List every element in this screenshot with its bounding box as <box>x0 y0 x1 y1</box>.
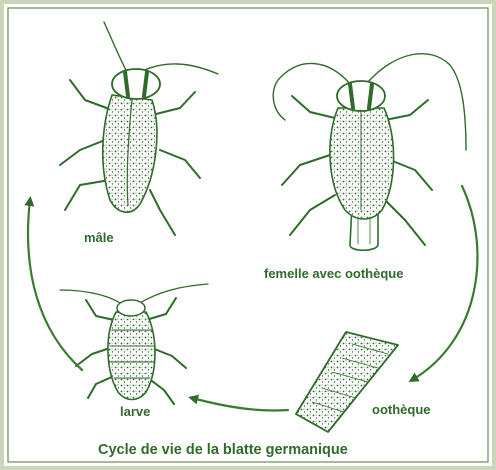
larva-cockroach <box>60 284 208 404</box>
arrow-larva-to-male <box>28 200 82 370</box>
label-ootheca: oothèque <box>372 402 431 417</box>
cycle-arrows <box>28 186 477 411</box>
arrow-female-to-ootheca <box>412 186 477 380</box>
diagram-title: Cycle de vie de la blatte germanique <box>98 442 348 458</box>
label-male: mâle <box>84 230 114 245</box>
male-cockroach <box>60 22 218 235</box>
female-cockroach <box>273 54 466 251</box>
ootheca-capsule <box>296 332 398 432</box>
label-larva: larve <box>120 404 150 419</box>
arrow-ootheca-to-larva <box>192 398 288 411</box>
label-female: femelle avec oothèque <box>264 266 403 281</box>
